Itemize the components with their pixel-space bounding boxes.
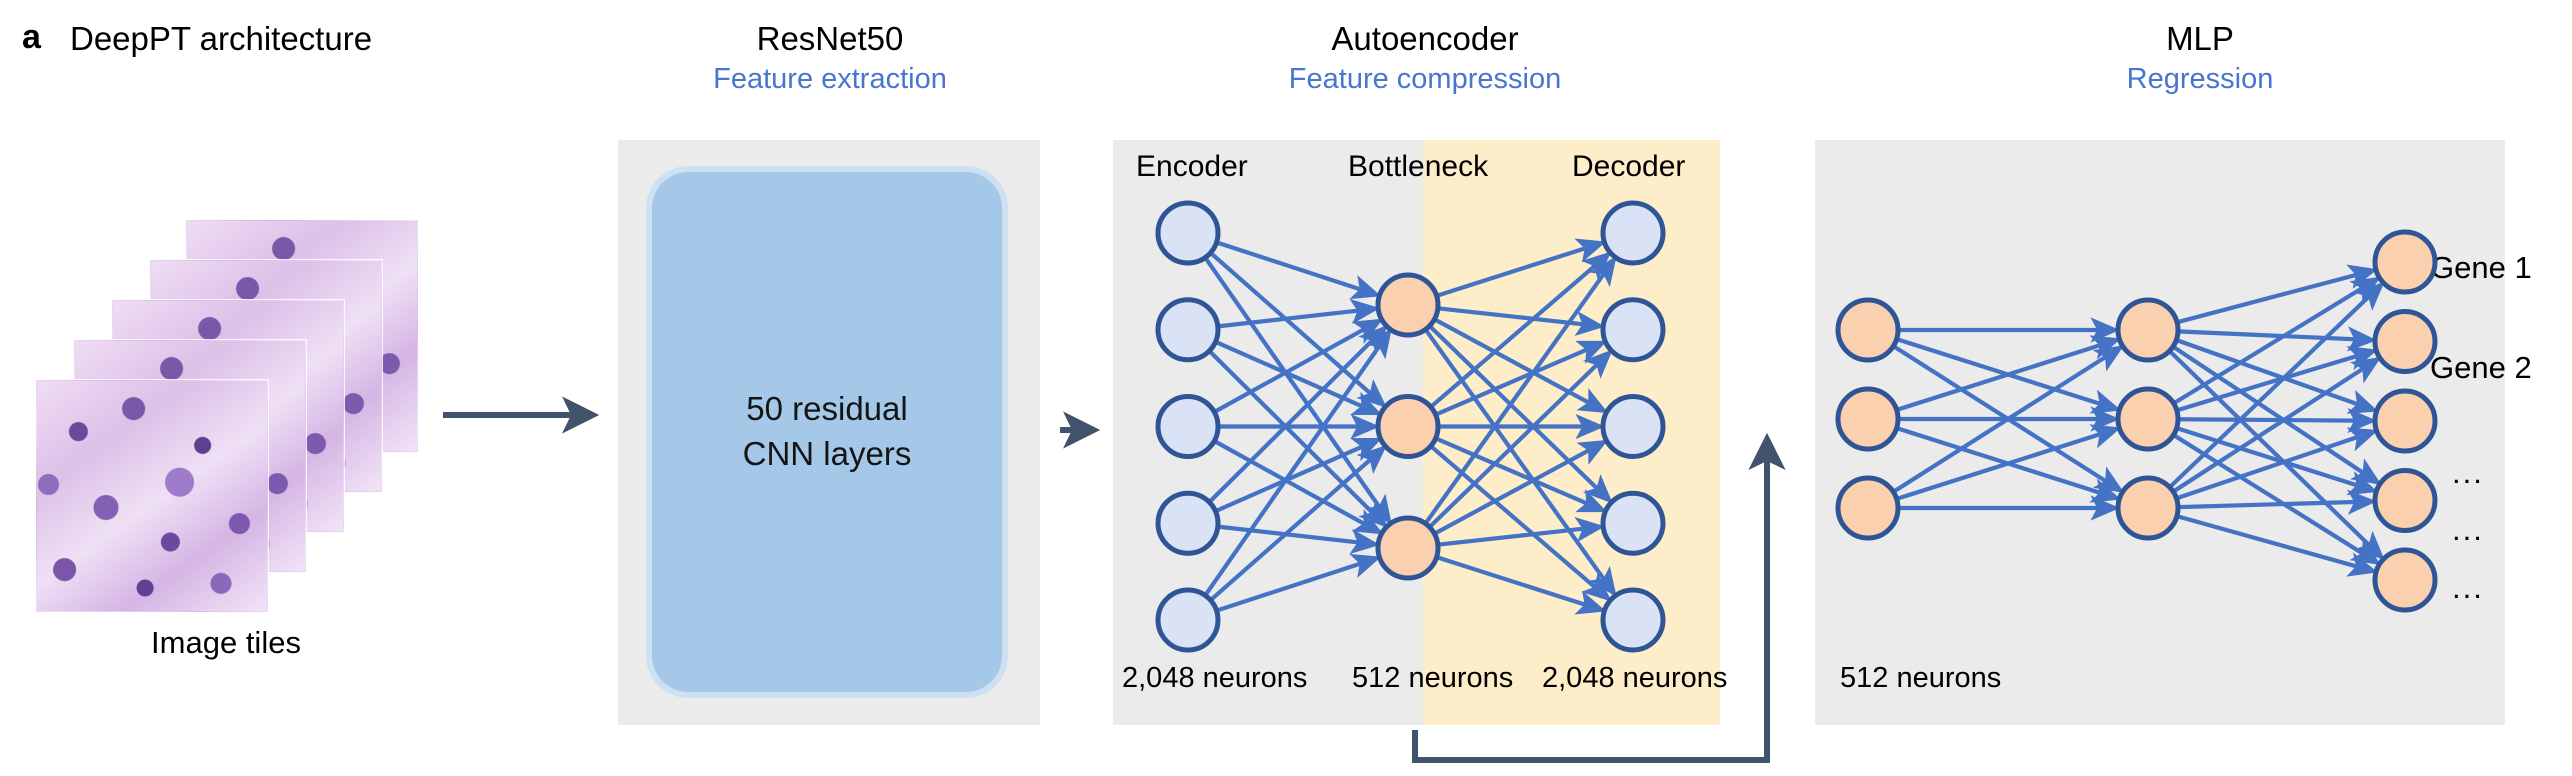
output-label-ellipsis-3: ... [2452,570,2484,605]
bottom-label-mlp: 512 neurons [1840,662,2002,694]
stage-title-mlp: MLP [2166,20,2234,57]
stage-subtitle-resnet50: Feature extraction [713,62,947,95]
stage-heading-mlp: MLP Regression [1990,20,2410,97]
resnet-box: 50 residual CNN layers [652,172,1002,692]
image-tile [36,380,268,612]
output-label-gene-1: Gene 1 [2430,250,2532,285]
resnet-box-label: 50 residual CNN layers [742,390,912,472]
stage-title-resnet50: ResNet50 [756,20,904,57]
autoencoder-decoder-panel [1423,140,1720,725]
stage-subtitle-autoencoder: Feature compression [1288,62,1562,95]
stage-heading-autoencoder: Autoencoder Feature compression [1130,20,1720,97]
page-title: DeepPT architecture [70,20,373,57]
panel-letter: a [22,18,41,56]
output-label-ellipsis-1: ... [2452,455,2484,490]
bottom-label-encoder: 2,048 neurons [1122,662,1308,694]
stage-heading-resnet50: ResNet50 Feature extraction [620,20,1040,97]
image-tiles-caption: Image tiles [151,625,301,660]
column-label-encoder: Encoder [1136,150,1248,183]
stage-subtitle-mlp: Regression [2126,62,2274,95]
output-label-gene-2: Gene 2 [2430,350,2532,385]
column-label-decoder: Decoder [1572,150,1686,183]
column-label-bottleneck: Bottleneck [1348,150,1489,183]
mlp-panel [1815,140,2505,725]
bottom-label-bottleneck: 512 neurons [1352,662,1514,694]
stage-title-autoencoder: Autoencoder [1331,20,1519,57]
autoencoder-encoder-panel [1113,140,1423,725]
output-label-ellipsis-2: ... [2452,512,2484,547]
bottom-label-decoder: 2,048 neurons [1542,662,1728,694]
